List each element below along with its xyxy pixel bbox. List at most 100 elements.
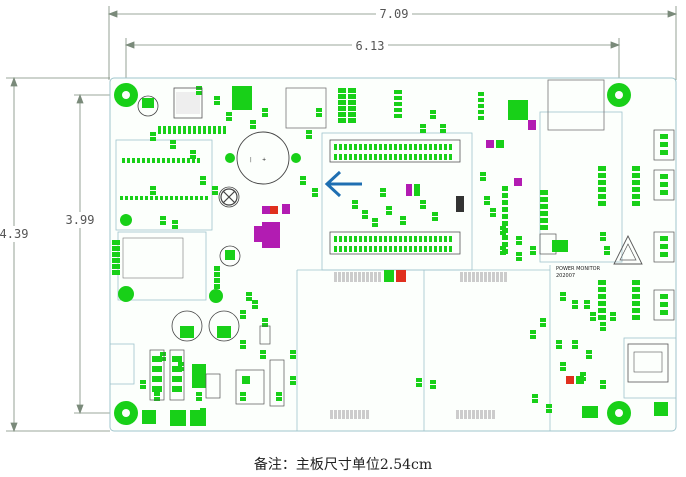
- connector-pin: [339, 144, 342, 150]
- pad: [516, 252, 522, 256]
- header-pin: [342, 410, 345, 419]
- pad: [432, 217, 438, 221]
- connector-pin: [125, 196, 128, 200]
- relay-pin: [152, 386, 162, 392]
- pad: [598, 201, 606, 206]
- pad: [598, 166, 606, 171]
- pad: [632, 301, 640, 306]
- pad: [282, 204, 290, 214]
- pad: [242, 376, 250, 384]
- connector-pin: [205, 196, 208, 200]
- pad: [430, 385, 436, 389]
- pad: [262, 323, 268, 327]
- connector-pin: [449, 246, 452, 252]
- connector-pin: [165, 196, 168, 200]
- connector-pin: [429, 144, 432, 150]
- pad: [214, 284, 220, 289]
- pad: [516, 241, 522, 245]
- pad: [530, 335, 536, 339]
- connector-pin: [127, 158, 130, 163]
- pad: [430, 115, 436, 119]
- pad: [246, 297, 252, 301]
- header-pin: [354, 272, 357, 282]
- pad: [572, 300, 578, 304]
- pad: [170, 410, 186, 426]
- header-pin: [480, 410, 483, 419]
- connector-pin: [384, 246, 387, 252]
- connector-pin: [167, 158, 170, 163]
- pad: [160, 221, 166, 225]
- connector-pin: [140, 196, 143, 200]
- connector-pin: [404, 246, 407, 252]
- pad: [600, 380, 606, 384]
- pad: [560, 292, 566, 296]
- connector-pin: [183, 126, 186, 134]
- pad: [262, 113, 268, 117]
- pad: [582, 406, 598, 418]
- pad: [290, 381, 296, 385]
- pad: [394, 102, 402, 106]
- pad: [196, 392, 202, 396]
- capacitor-pads: [142, 98, 235, 338]
- pad: [502, 221, 508, 226]
- pad: [478, 98, 484, 102]
- header-pin: [480, 272, 483, 282]
- pad: [276, 392, 282, 396]
- connector-pin: [177, 158, 180, 163]
- pad: [262, 318, 268, 322]
- pad: [112, 246, 120, 251]
- pad: [112, 270, 120, 275]
- pad: [150, 186, 156, 190]
- pad: [386, 206, 392, 210]
- pad: [610, 312, 616, 316]
- connector-pin: [137, 158, 140, 163]
- side-connector: [653, 129, 675, 161]
- pad: [598, 287, 606, 292]
- pad: [362, 210, 368, 214]
- pad: [528, 120, 536, 130]
- pad: [490, 208, 496, 212]
- pad: [214, 272, 220, 277]
- connector-pin: [419, 154, 422, 160]
- connector-pin: [334, 246, 337, 252]
- pad: [654, 402, 668, 416]
- side-connector-pin: [660, 150, 668, 155]
- side-connector: [653, 289, 675, 321]
- pad: [502, 214, 508, 219]
- connector-pin: [449, 236, 452, 242]
- pad: [190, 150, 196, 154]
- connector-pin: [155, 196, 158, 200]
- connector-pin: [197, 158, 200, 163]
- header-pin: [456, 410, 459, 419]
- connector-pin: [444, 246, 447, 252]
- chip: [508, 100, 528, 120]
- pad: [416, 378, 422, 382]
- pad: [598, 308, 606, 313]
- pad: [406, 184, 412, 196]
- header-pin: [362, 272, 365, 282]
- connector-pin: [359, 236, 362, 242]
- pad: [338, 94, 346, 99]
- pad: [160, 216, 166, 220]
- connector-pin: [414, 236, 417, 242]
- power-monitor-label: POWER MONITOR: [556, 266, 601, 272]
- connector-pin: [160, 196, 163, 200]
- connector-pin: [223, 126, 226, 134]
- header-pin: [354, 410, 357, 419]
- pad: [540, 218, 548, 223]
- connector-pin: [369, 154, 372, 160]
- pad: [430, 110, 436, 114]
- header-pin: [362, 410, 365, 419]
- pad: [478, 92, 484, 96]
- connector-pin: [364, 246, 367, 252]
- pad: [190, 155, 196, 159]
- pad: [566, 376, 574, 384]
- connector-pin: [130, 196, 133, 200]
- pad: [632, 180, 640, 185]
- connector-pin: [394, 144, 397, 150]
- header-pin: [338, 410, 341, 419]
- board-outline: [109, 77, 677, 432]
- connector-pin: [359, 144, 362, 150]
- connector-pin: [374, 236, 377, 242]
- pad: [212, 186, 218, 190]
